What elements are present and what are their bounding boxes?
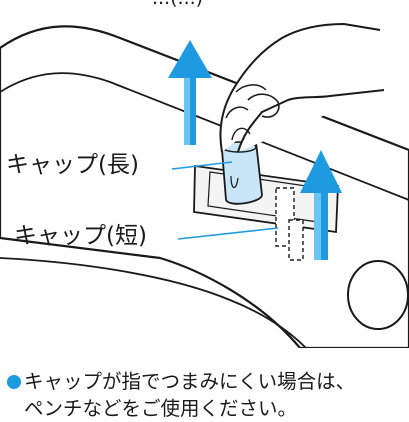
cap-removal-illustration [0, 22, 409, 348]
cap-long-icon [221, 140, 263, 205]
note-line-1: キャップが指でつまみにくい場合は、 [0, 368, 409, 395]
label-cap-short: キャップ(短) [14, 223, 147, 249]
header-fragment: ...(...) [0, 0, 409, 16]
leader-line-short [177, 227, 279, 240]
note-line-2: ペンチなどをご使用ください。 [24, 397, 298, 420]
leader-line-long [171, 161, 233, 170]
up-arrow-icon-short [300, 150, 342, 260]
bullet-icon [7, 375, 21, 389]
header-fragment-text: ...(...) [152, 0, 203, 9]
label-cap-long: キャップ(長) [6, 152, 139, 178]
hand-icon [219, 22, 385, 153]
up-arrow-icon [168, 40, 212, 145]
note-text-1: キャップが指でつまみにくい場合は、 [24, 370, 356, 393]
dial-icon [347, 260, 409, 330]
machine-front-curve [0, 257, 307, 348]
cap-short-icon [275, 187, 304, 261]
usage-note: キャップが指でつまみにくい場合は、 ペンチなどをご使用ください。 [0, 368, 409, 422]
machine-edge [0, 72, 409, 201]
